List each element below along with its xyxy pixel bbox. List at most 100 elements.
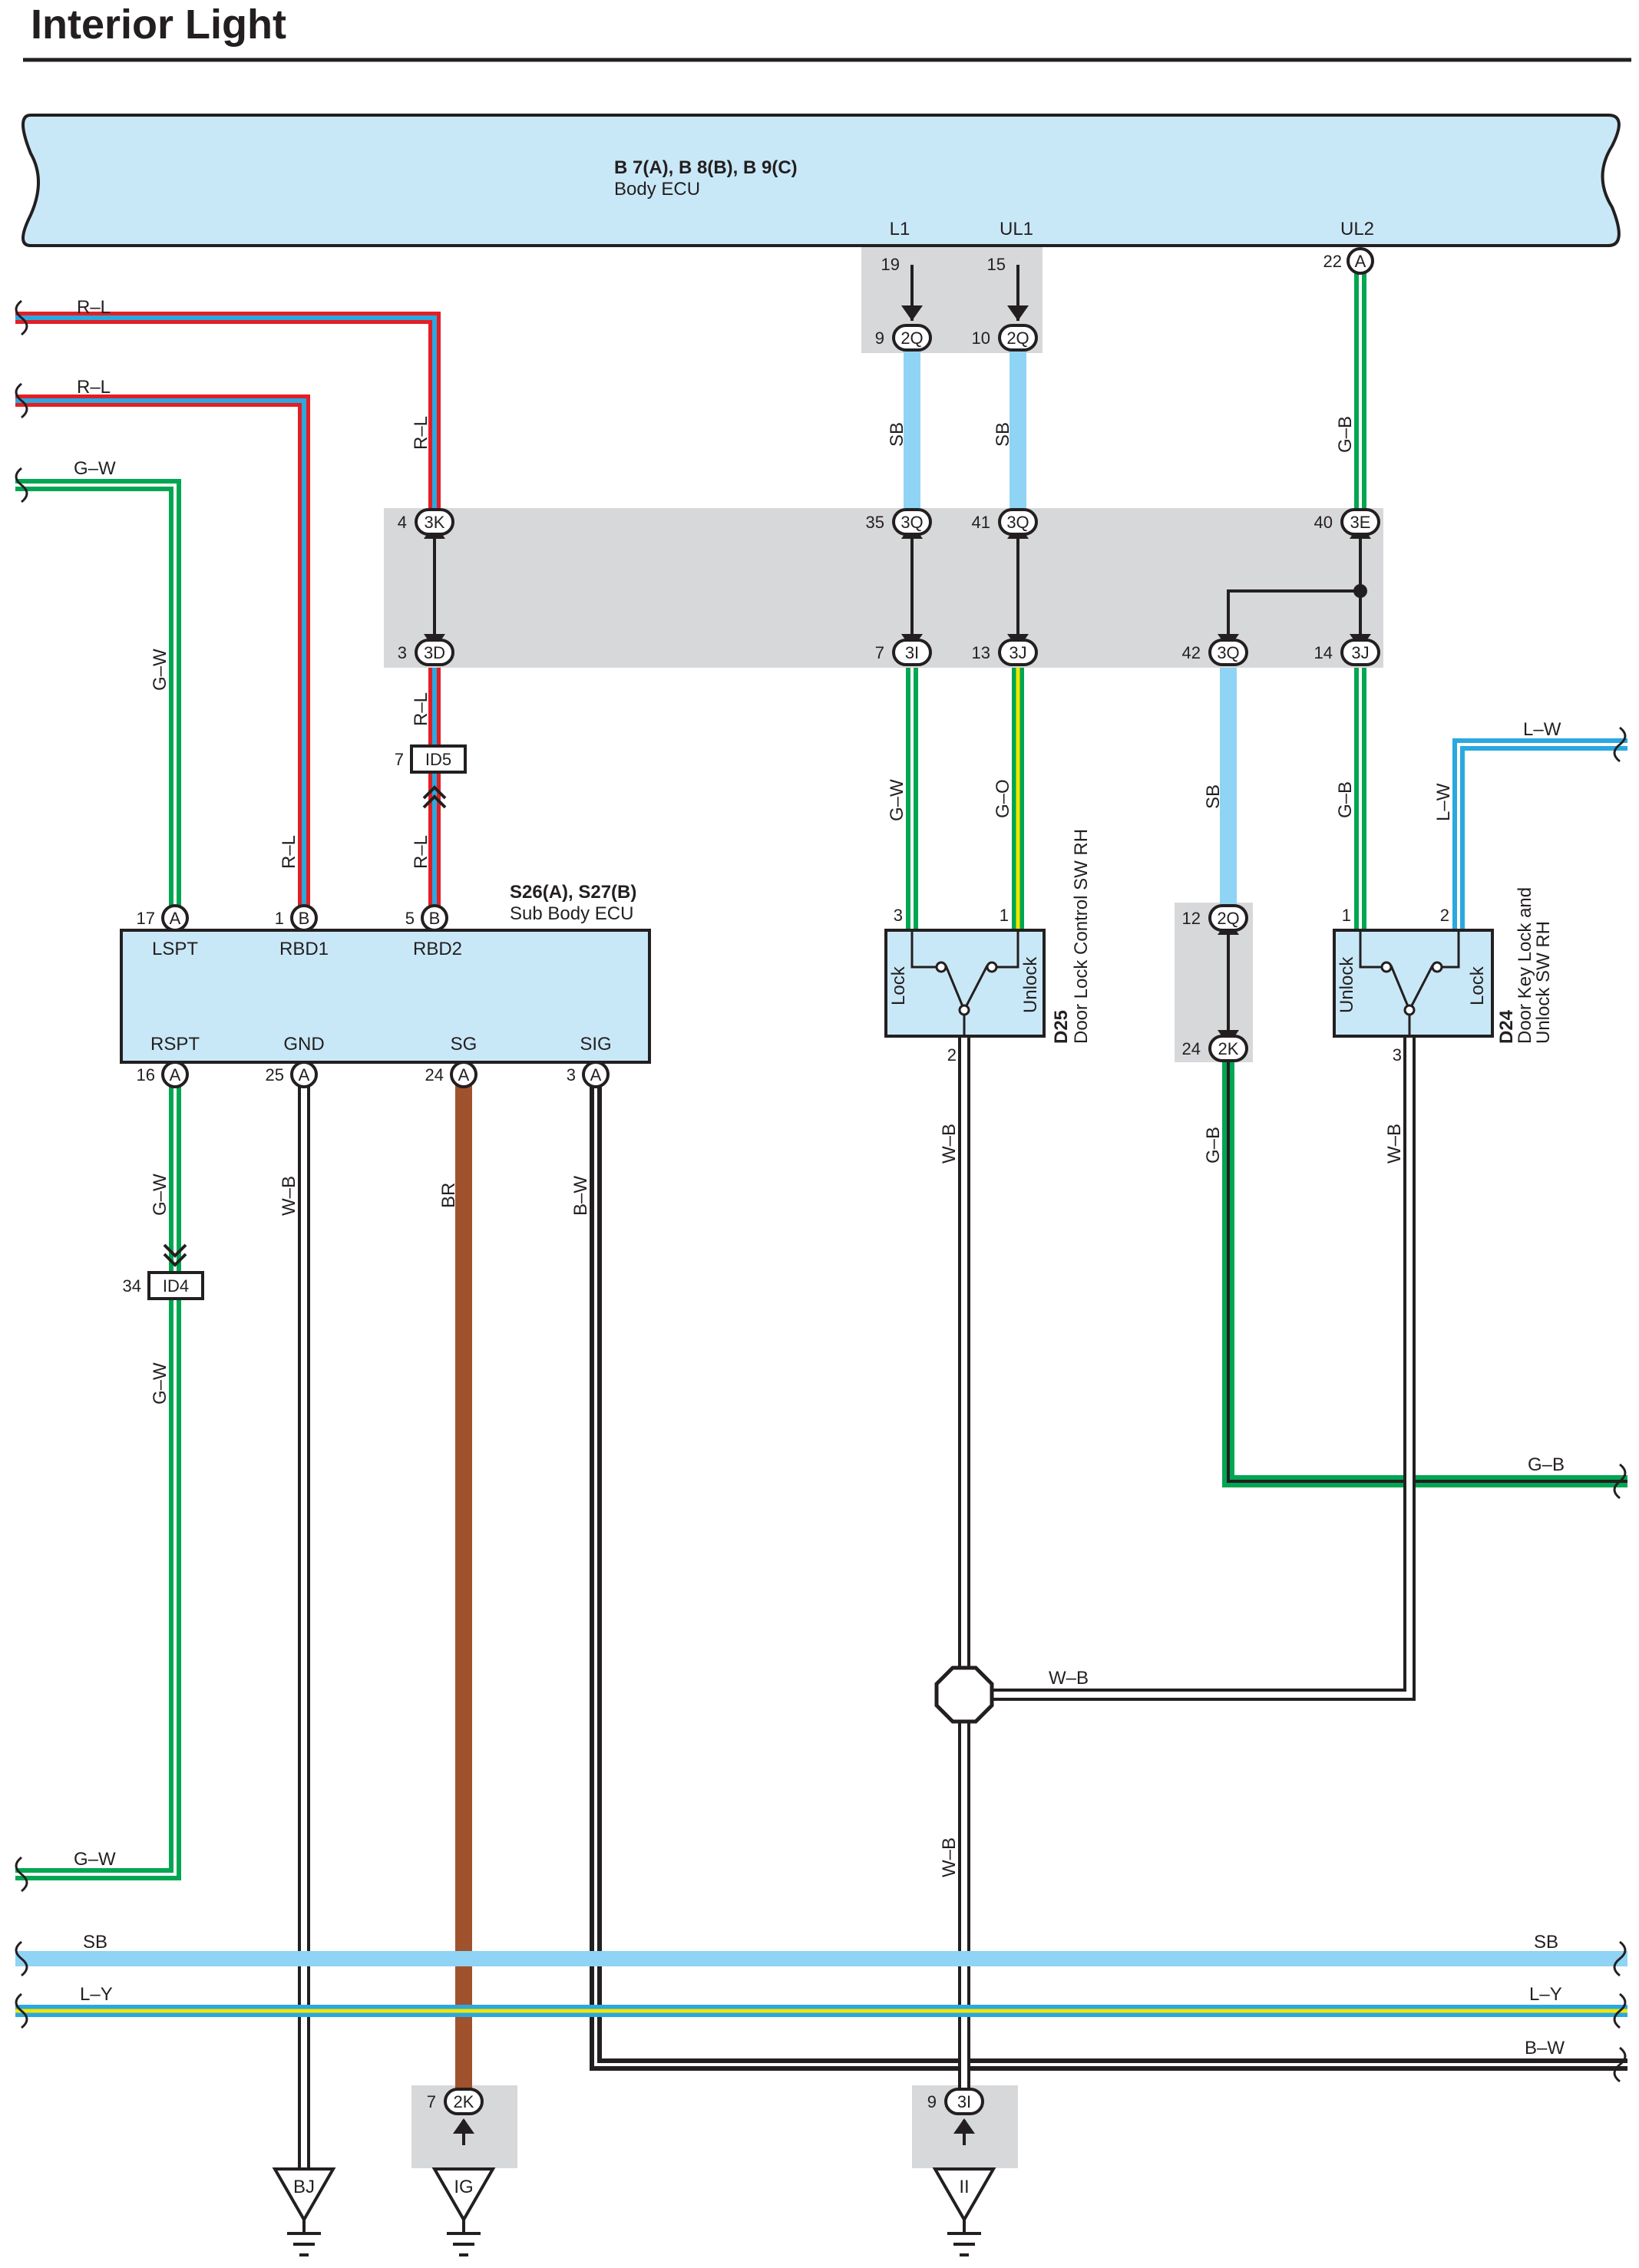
wire-label-g-b-v1: G–B bbox=[1335, 416, 1356, 453]
svg-text:A: A bbox=[170, 909, 181, 928]
sub-ecu-pin-3: A 3 bbox=[567, 1061, 610, 1088]
wire-label-g-b-out: G–B bbox=[1528, 1454, 1565, 1475]
wire-g-w-lspt bbox=[15, 479, 181, 913]
wire-label-g-w-in: G–W bbox=[74, 458, 116, 479]
wire-label-w-b-v1: W–B bbox=[279, 1176, 299, 1216]
svg-text:3Q: 3Q bbox=[900, 513, 923, 532]
svg-text:3: 3 bbox=[567, 1065, 576, 1084]
d25-door-lock-control-switch: Lock Unlock D25 Door Lock Control SW RH bbox=[884, 829, 1092, 1044]
d25-pin-1: 1 bbox=[1000, 906, 1009, 925]
svg-text:9: 9 bbox=[875, 328, 884, 348]
svg-text:14: 14 bbox=[1314, 643, 1333, 662]
svg-text:A: A bbox=[590, 1065, 602, 1084]
svg-text:3Q: 3Q bbox=[1217, 643, 1239, 662]
wire-w-b-d24 bbox=[964, 1036, 1416, 1701]
d24-name-line1: Door Key Lock and bbox=[1515, 887, 1535, 1044]
wire-label-w-b-v3: W–B bbox=[1384, 1124, 1405, 1164]
d24-pin-3: 3 bbox=[1393, 1045, 1402, 1065]
terminal-ul1: UL1 bbox=[1000, 219, 1033, 239]
svg-text:ID4: ID4 bbox=[163, 1276, 189, 1296]
wire-label-l-w-v: L–W bbox=[1433, 783, 1454, 821]
svg-text:35: 35 bbox=[866, 513, 884, 532]
d24-ref: D24 bbox=[1496, 1009, 1517, 1044]
d25-ref: D25 bbox=[1051, 1010, 1072, 1044]
svg-text:7: 7 bbox=[427, 2092, 436, 2111]
terminal-lspt: LSPT bbox=[152, 939, 198, 959]
svg-text:24: 24 bbox=[425, 1065, 444, 1084]
connector-3i-7: 3I 7 bbox=[875, 639, 932, 666]
svg-text:A: A bbox=[458, 1065, 470, 1084]
wire-label-w-b-h: W–B bbox=[1049, 1668, 1089, 1689]
wire-label-w-b-v4: W–B bbox=[939, 1837, 960, 1877]
wire-l-w-d24 bbox=[1452, 738, 1627, 929]
d25-lock-label: Lock bbox=[888, 966, 909, 1005]
terminal-gnd: GND bbox=[283, 1034, 324, 1055]
wire-label-b-w-out: B–W bbox=[1525, 2038, 1565, 2058]
wire-label-l-w-in: L–W bbox=[1523, 719, 1561, 740]
terminal-sg: SG bbox=[451, 1034, 477, 1055]
body-ecu: B 7(A), B 8(B), B 9(C) Body ECU L1 UL1 U… bbox=[21, 114, 1621, 247]
wire-label-b-w-v: B–W bbox=[570, 1176, 591, 1216]
sub-body-ecu: S26(A), S27(B) Sub Body ECU LSPT RBD1 RB… bbox=[120, 882, 651, 1064]
d24-pin-1: 1 bbox=[1342, 906, 1351, 925]
wire-label-g-o: G–O bbox=[993, 779, 1013, 818]
ground-ig: IG bbox=[431, 2167, 496, 2256]
terminal-l1: L1 bbox=[890, 219, 910, 239]
wire-r-l-upper bbox=[15, 312, 441, 913]
svg-text:40: 40 bbox=[1314, 513, 1333, 532]
svg-text:A: A bbox=[1355, 252, 1366, 271]
d24-unlock-label: Unlock bbox=[1337, 956, 1357, 1013]
connector-2q-12: 2Q 12 bbox=[1182, 904, 1248, 932]
terminal-sig: SIG bbox=[580, 1034, 611, 1055]
svg-text:4: 4 bbox=[398, 513, 407, 532]
ecu-pin-19: 19 bbox=[881, 255, 900, 274]
svg-text:7: 7 bbox=[395, 750, 404, 769]
wire-label-l-y-left: L–Y bbox=[80, 1984, 113, 2005]
connector-id5: ID5 7 bbox=[395, 744, 467, 774]
ground-ig-label: IG bbox=[454, 2177, 473, 2197]
wire-label-w-b-v2: W–B bbox=[939, 1124, 960, 1164]
terminal-rbd2: RBD2 bbox=[413, 939, 462, 959]
svg-text:3D: 3D bbox=[424, 643, 445, 662]
wire-label-sb-v3: SB bbox=[1203, 784, 1224, 809]
svg-text:ID5: ID5 bbox=[425, 750, 451, 769]
connector-2q-ul1: 2Q 10 bbox=[972, 324, 1038, 352]
svg-text:12: 12 bbox=[1182, 909, 1201, 928]
svg-text:2K: 2K bbox=[1218, 1039, 1239, 1058]
terminal-ul2: UL2 bbox=[1340, 219, 1374, 239]
svg-text:24: 24 bbox=[1182, 1039, 1201, 1058]
svg-text:41: 41 bbox=[972, 513, 990, 532]
ground-bj-label: BJ bbox=[293, 2177, 315, 2197]
svg-text:13: 13 bbox=[972, 643, 990, 662]
svg-text:B: B bbox=[299, 909, 310, 928]
svg-text:2Q: 2Q bbox=[1006, 328, 1029, 348]
wire-label-g-w-v4: G–W bbox=[887, 779, 907, 821]
wire-break-marks-right bbox=[1613, 726, 1627, 2083]
svg-text:2Q: 2Q bbox=[900, 328, 923, 348]
wire-label-g-w-v2: G–W bbox=[150, 1174, 170, 1216]
svg-text:42: 42 bbox=[1182, 643, 1201, 662]
svg-text:2Q: 2Q bbox=[1217, 909, 1239, 928]
connector-3k: 3K 4 bbox=[398, 508, 454, 536]
svg-text:7: 7 bbox=[875, 643, 884, 662]
svg-text:1: 1 bbox=[275, 909, 284, 928]
wire-g-b-2k bbox=[1222, 1059, 1627, 1487]
connector-2k-24: 2K 24 bbox=[1182, 1035, 1248, 1062]
wire-label-r-l-v2: R–L bbox=[411, 692, 431, 726]
svg-text:22: 22 bbox=[1323, 252, 1342, 271]
svg-text:5: 5 bbox=[405, 909, 415, 928]
d25-unlock-label: Unlock bbox=[1020, 956, 1041, 1013]
wire-label-sb-v1: SB bbox=[887, 422, 907, 447]
sub-ecu-pin-5: B 5 bbox=[405, 904, 448, 932]
sub-ecu-pin-16: A 16 bbox=[137, 1061, 189, 1088]
svg-text:16: 16 bbox=[137, 1065, 155, 1084]
svg-text:A: A bbox=[299, 1065, 310, 1084]
terminal-rspt: RSPT bbox=[150, 1034, 200, 1055]
wire-r-l-lower bbox=[15, 395, 310, 913]
wire-g-w-rspt bbox=[15, 1075, 181, 1880]
connector-2k-7: 2K 7 bbox=[427, 2088, 484, 2115]
page-title: Interior Light bbox=[31, 2, 286, 48]
d24-name-line2: Unlock SW RH bbox=[1533, 921, 1554, 1044]
wire-label-g-b-v2: G–B bbox=[1335, 781, 1356, 818]
